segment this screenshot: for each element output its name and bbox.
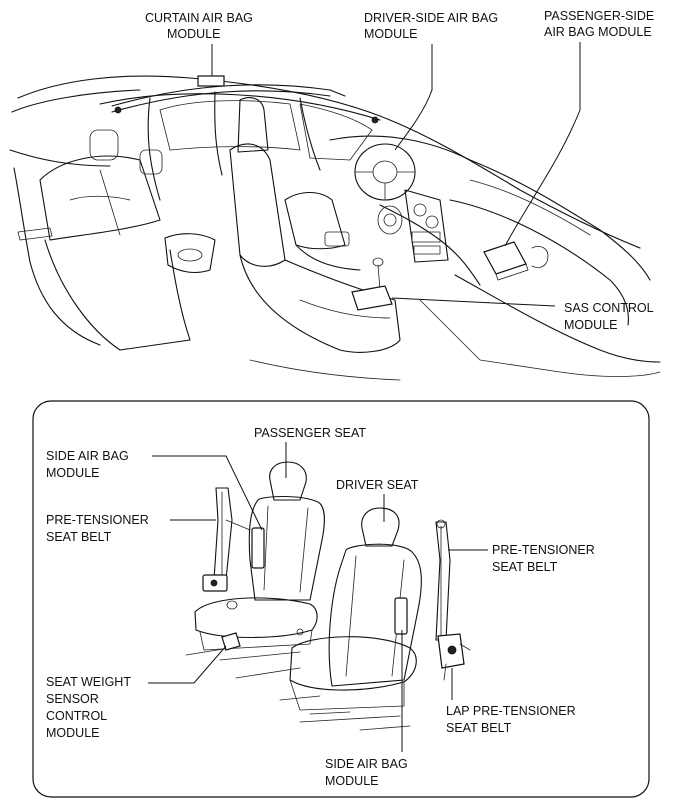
label-pretensioner-left: PRE-TENSIONER SEAT BELT [46, 513, 152, 544]
leader-sas-control [391, 297, 556, 307]
label-passenger-airbag: PASSENGER-SIDE AIR BAG MODULE [544, 9, 658, 39]
label-pretensioner-right: PRE-TENSIONER SEAT BELT [492, 543, 598, 574]
label-lap-pretensioner: LAP PRE-TENSIONER SEAT BELT [446, 704, 579, 735]
seat-detail-panel [32, 400, 650, 798]
leader-driver-airbag [394, 44, 433, 151]
label-side-airbag-left: SIDE AIR BAG MODULE [46, 449, 132, 480]
label-curtain-airbag: CURTAIN AIR BAG MODULE [145, 11, 256, 41]
vehicle-interior-illustration [9, 75, 661, 381]
seats-illustration [185, 461, 471, 731]
label-passenger-seat: PASSENGER SEAT [254, 426, 366, 440]
leader-passenger-airbag [504, 42, 581, 247]
leader-seat-weight [148, 645, 227, 684]
label-side-airbag-bottom: SIDE AIR BAG MODULE [325, 757, 411, 788]
curtain-airbag-module-shape [197, 75, 225, 87]
label-sas-control: SAS CONTROL MODULE [564, 301, 657, 332]
label-seat-weight: SEAT WEIGHT SENSOR CONTROL MODULE [46, 675, 134, 740]
label-driver-airbag: DRIVER-SIDE AIR BAG MODULE [364, 11, 502, 41]
leader-side-airbag-left [152, 455, 263, 531]
label-driver-seat: DRIVER SEAT [336, 478, 419, 492]
